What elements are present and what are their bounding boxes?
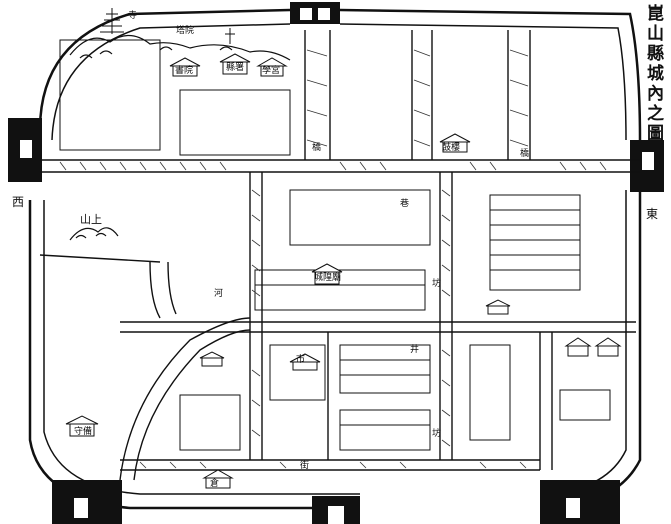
bridge-label: 橋 [312,143,322,153]
building-icons [65,53,622,489]
hill-top [69,34,291,61]
building-icon [564,337,592,357]
street-label: 街 [300,461,310,471]
building-icon [289,353,321,371]
city-god-label: 城隍廟 [314,273,342,283]
map-title: 崑山縣城內之圖 [643,4,663,144]
building-icon [219,53,251,75]
building-icon [202,469,234,489]
academy-label: 書院 [175,66,194,76]
building-icon [199,351,225,367]
city-wall [28,8,642,510]
school-label: 學宮 [262,66,281,76]
west-label: 西 [12,195,25,209]
hatching [59,49,607,469]
bridge-label-2: 橋 [520,149,530,159]
south-label: 南 [330,509,343,523]
building-icon [169,57,201,77]
drum-tower-label: 鼓樓 [442,143,461,153]
pagoda-label: 塔院 [176,26,195,36]
blocks [59,39,611,451]
building-icon [439,133,471,153]
hill-left [69,227,119,241]
building-icon [485,299,511,315]
streets [39,30,640,471]
granary-label: 倉 [210,479,220,489]
hill-label: 山上 [80,213,102,226]
lane-label: 巷 [400,199,410,209]
market-label: 市 [296,355,306,365]
river-label: 河 [214,289,224,299]
garrison-label: 守備 [74,427,93,437]
north-gate [290,2,340,24]
ward-label: 坊 [432,279,442,289]
east-label: 東 [646,207,659,221]
river [119,261,251,481]
yamen-label: 縣署 [226,63,245,73]
building-icon [594,337,622,357]
gates [8,2,664,524]
building-icon [311,263,343,285]
building-icon [65,415,99,437]
temple-label: 寺 [128,11,138,21]
pagoda-icon [100,8,235,44]
building-icon [256,57,288,77]
ward-label-2: 坊 [432,429,442,439]
well-label: 井 [410,345,420,355]
